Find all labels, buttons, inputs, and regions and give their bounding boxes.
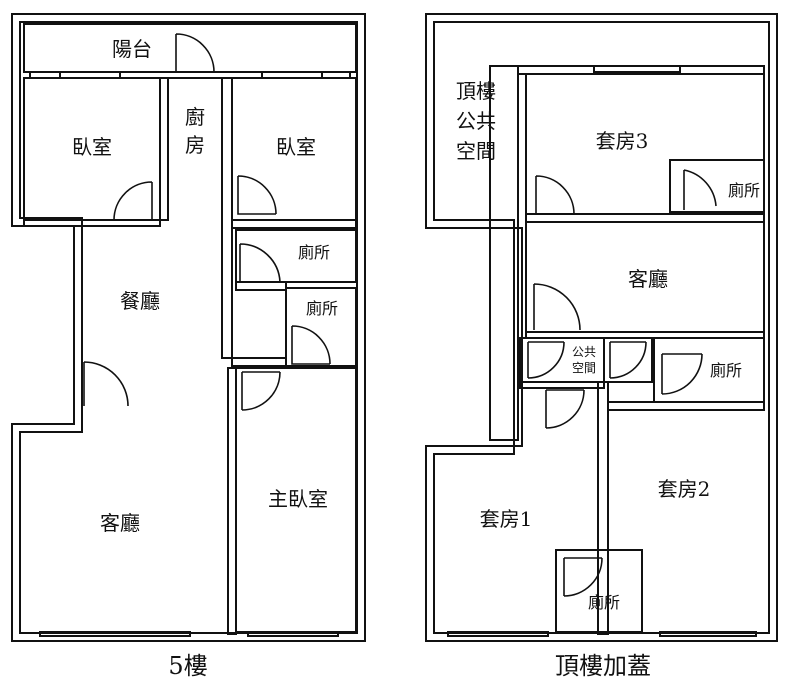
door-dining bbox=[83, 361, 129, 407]
window-suite1 bbox=[447, 631, 549, 637]
toilet-lower-side-wall bbox=[231, 357, 287, 367]
bedroom-right-bottom-wall bbox=[231, 219, 357, 229]
door-small-public bbox=[527, 341, 565, 379]
label-toilet-suite1: 廁所 bbox=[588, 593, 620, 612]
label-suite3: 套房3 bbox=[596, 129, 649, 153]
floor-5-plan bbox=[11, 13, 366, 642]
door-rooftop-living bbox=[533, 283, 581, 331]
door-toilet-lower bbox=[291, 325, 331, 365]
door-master-bedroom bbox=[241, 371, 281, 411]
window-suite2 bbox=[659, 631, 757, 637]
window-master bbox=[247, 631, 339, 637]
door-bedroom-right bbox=[237, 175, 277, 215]
master-bedroom-wall bbox=[227, 367, 237, 635]
suite3-toilet-outline bbox=[669, 159, 765, 213]
label-small-public-line2: 空間 bbox=[572, 361, 596, 375]
rooftop-plan bbox=[425, 13, 778, 642]
window-bedroom-left bbox=[59, 71, 121, 79]
suite2-top-wall bbox=[607, 401, 765, 411]
suite3-bottom-wall bbox=[525, 213, 765, 223]
caption-rooftop: 頂樓加蓋 bbox=[555, 652, 651, 680]
door-toilet-upper bbox=[239, 243, 281, 283]
label-suite2: 套房2 bbox=[658, 477, 711, 501]
door-balcony bbox=[175, 33, 215, 73]
small-public-bottom-wall bbox=[519, 381, 605, 389]
label-bedroom-left: 臥室 bbox=[72, 135, 112, 159]
label-toilet-lower: 廁所 bbox=[306, 299, 338, 318]
bedroom-left-wall bbox=[159, 77, 169, 221]
label-public-space-line3: 空間 bbox=[456, 139, 496, 163]
toilet-lower-outline bbox=[285, 287, 357, 367]
balcony-outline bbox=[23, 23, 357, 73]
label-rooftop-toilet-mid: 廁所 bbox=[710, 361, 742, 380]
rooftop-doors bbox=[527, 169, 717, 597]
balcony-wall bbox=[29, 71, 351, 79]
label-public-space-line1: 頂樓 bbox=[456, 79, 496, 103]
label-small-public-line1: 公共 bbox=[572, 345, 596, 359]
label-bedroom-right: 臥室 bbox=[276, 135, 316, 159]
window-suite3 bbox=[593, 65, 681, 73]
door-suite3-toilet bbox=[683, 169, 717, 210]
suite1-toilet-outline bbox=[555, 549, 643, 633]
door-corridor bbox=[609, 341, 647, 379]
suite-divider-wall bbox=[597, 381, 609, 635]
window-living bbox=[39, 631, 191, 637]
kitchen-wall bbox=[221, 77, 233, 359]
label-master-bedroom: 主臥室 bbox=[268, 487, 328, 511]
label-toilet-upper: 廁所 bbox=[298, 243, 330, 262]
door-suite1-toilet bbox=[563, 557, 603, 597]
floor-5-labels: 陽台 臥室 廚 房 臥室 廁所 廁所 餐廳 客廳 主臥室 5樓 bbox=[72, 37, 338, 680]
label-balcony: 陽台 bbox=[112, 37, 152, 61]
label-kitchen-line2: 房 bbox=[185, 133, 205, 157]
door-suite1 bbox=[545, 389, 585, 429]
label-rooftop-living: 客廳 bbox=[628, 267, 668, 291]
label-dining: 餐廳 bbox=[120, 289, 160, 313]
door-bedroom-left bbox=[113, 181, 153, 221]
label-suite1: 套房1 bbox=[480, 507, 533, 531]
window-bedroom-right bbox=[261, 71, 323, 79]
label-living: 客廳 bbox=[100, 511, 140, 535]
corridor-door-area bbox=[603, 337, 653, 383]
rooftop-outer-wall-outer bbox=[425, 13, 778, 642]
toilet-upper-outline bbox=[235, 229, 357, 283]
bedroom-left-bottom-wall bbox=[23, 219, 161, 227]
door-rooftop-toilet-mid bbox=[661, 353, 703, 395]
rooftop-labels: 頂樓 公共 空間 套房3 廁所 客廳 公共 空間 廁所 套房1 套房2 廁所 頂… bbox=[456, 79, 760, 680]
caption-floor-5: 5樓 bbox=[168, 652, 207, 680]
public-space-wall bbox=[489, 65, 519, 441]
toilet-upper-bottom-wall bbox=[235, 281, 287, 291]
floor-5-doors bbox=[83, 33, 331, 411]
label-toilet-suite3: 廁所 bbox=[728, 181, 760, 200]
rooftop-outer-wall-inner bbox=[433, 21, 770, 634]
door-suite3 bbox=[535, 175, 575, 215]
label-kitchen-line1: 廚 bbox=[185, 105, 205, 129]
label-public-space-line2: 公共 bbox=[456, 109, 496, 133]
